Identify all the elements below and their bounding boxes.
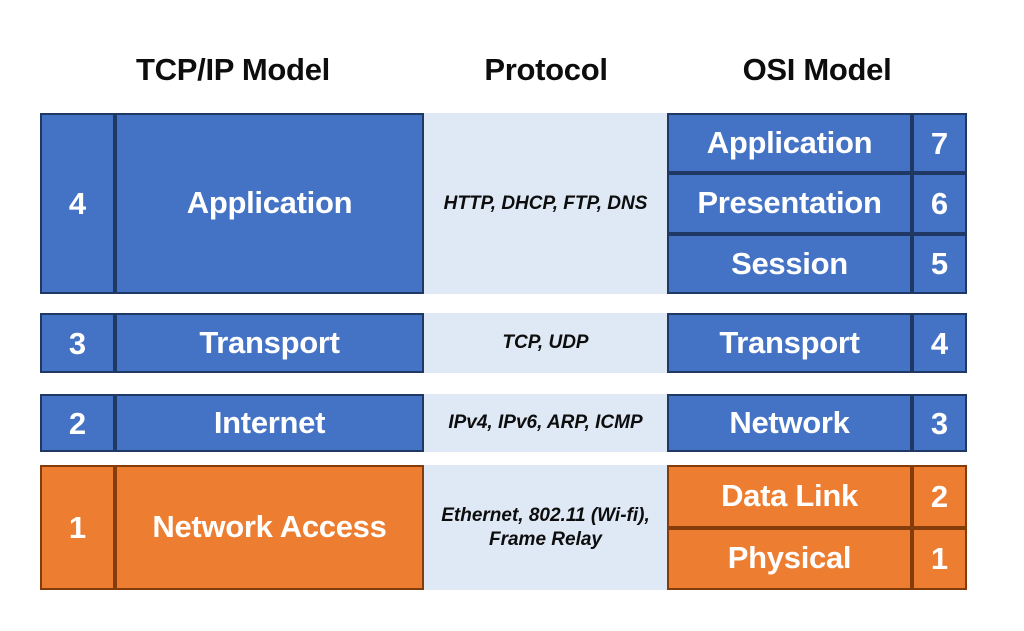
osi-layer-name: Application bbox=[667, 113, 912, 174]
tcpip-layer-name: Network Access bbox=[115, 465, 424, 590]
protocol-label: Ethernet, 802.11 (Wi-fi), Frame Relay bbox=[441, 504, 650, 550]
osi-layer-number: 7 bbox=[912, 113, 967, 174]
osi-layer-row: Transport 4 bbox=[667, 313, 967, 373]
table-row: 3 Transport TCP, UDP Transport 4 bbox=[40, 313, 967, 373]
osi-layer-row: Session 5 bbox=[667, 233, 967, 294]
osi-layer-number-label: 1 bbox=[930, 541, 949, 577]
column-header-osi: OSI Model bbox=[742, 52, 892, 87]
protocol-label: HTTP, DHCP, FTP, DNS bbox=[443, 192, 648, 214]
osi-layer-stack: Application 7 Presentation 6 Session bbox=[667, 113, 967, 294]
tcpip-layer-name-label: Network Access bbox=[152, 509, 387, 545]
osi-layer-number: 1 bbox=[912, 527, 967, 590]
protocol-cell: IPv4, IPv6, ARP, ICMP bbox=[424, 394, 667, 452]
tcpip-layer-number: 4 bbox=[40, 113, 115, 294]
osi-layer-name-label: Session bbox=[731, 245, 848, 281]
protocol-cell: Ethernet, 802.11 (Wi-fi), Frame Relay bbox=[424, 465, 667, 590]
osi-layer-name: Session bbox=[667, 233, 912, 294]
protocol-label: TCP, UDP bbox=[502, 332, 589, 354]
table-row: 1 Network Access Ethernet, 802.11 (Wi-fi… bbox=[40, 465, 967, 590]
osi-layer-number: 3 bbox=[912, 394, 967, 452]
tcpip-layer-number-label: 1 bbox=[68, 510, 87, 545]
column-header-protocol: Protocol bbox=[484, 52, 608, 87]
tcpip-layer-name: Internet bbox=[115, 394, 424, 452]
osi-layer-name-label: Application bbox=[706, 124, 873, 160]
osi-layer-row: Data Link 2 bbox=[667, 465, 967, 528]
tcpip-layer-name: Application bbox=[115, 113, 424, 294]
tcpip-layer-number-label: 2 bbox=[68, 405, 87, 441]
tcpip-layer-name-label: Internet bbox=[213, 404, 326, 440]
tcpip-layer-name-label: Transport bbox=[199, 324, 340, 360]
osi-layer-name-label: Data Link bbox=[721, 477, 858, 513]
osi-layer-name-label: Physical bbox=[727, 540, 852, 576]
osi-layer-row: Application 7 bbox=[667, 113, 967, 174]
osi-layer-row: Network 3 bbox=[667, 394, 967, 452]
osi-layer-name-label: Network bbox=[729, 404, 850, 440]
osi-layer-number: 2 bbox=[912, 465, 967, 528]
osi-layer-name: Network bbox=[667, 394, 912, 452]
protocol-label: IPv4, IPv6, ARP, ICMP bbox=[448, 412, 643, 434]
table-row: 4 Application HTTP, DHCP, FTP, DNS Appli… bbox=[40, 113, 967, 294]
osi-layer-number-label: 6 bbox=[930, 185, 949, 221]
tcpip-layer-number-label: 4 bbox=[68, 186, 87, 221]
osi-layer-stack: Network 3 bbox=[667, 394, 967, 452]
tcpip-layer-name: Transport bbox=[115, 313, 424, 373]
osi-layer-number-label: 4 bbox=[930, 325, 949, 361]
osi-layer-row: Presentation 6 bbox=[667, 173, 967, 234]
osi-layer-stack: Transport 4 bbox=[667, 313, 967, 373]
osi-layer-name: Data Link bbox=[667, 465, 912, 528]
osi-layer-name: Transport bbox=[667, 313, 912, 373]
tcpip-layer-number: 2 bbox=[40, 394, 115, 452]
osi-layer-name: Presentation bbox=[667, 173, 912, 234]
table-row: 2 Internet IPv4, IPv6, ARP, ICMP Network… bbox=[40, 394, 967, 452]
osi-layer-name-label: Transport bbox=[719, 324, 860, 360]
osi-layer-number-label: 5 bbox=[930, 246, 949, 282]
osi-layer-name: Physical bbox=[667, 527, 912, 590]
osi-layer-number-label: 7 bbox=[930, 125, 949, 161]
column-header-tcpip: TCP/IP Model bbox=[136, 52, 330, 87]
tcpip-layer-number: 1 bbox=[40, 465, 115, 590]
tcpip-layer-number: 3 bbox=[40, 313, 115, 373]
tcpip-layer-name-label: Application bbox=[186, 185, 353, 221]
osi-layer-name-label: Presentation bbox=[697, 185, 882, 221]
tcpip-layer-number-label: 3 bbox=[68, 325, 87, 361]
osi-layer-number: 5 bbox=[912, 233, 967, 294]
osi-layer-stack: Data Link 2 Physical 1 bbox=[667, 465, 967, 590]
osi-layer-number: 4 bbox=[912, 313, 967, 373]
protocol-cell: TCP, UDP bbox=[424, 313, 667, 373]
osi-layer-row: Physical 1 bbox=[667, 527, 967, 590]
osi-layer-number-label: 2 bbox=[930, 478, 949, 514]
protocol-cell: HTTP, DHCP, FTP, DNS bbox=[424, 113, 667, 294]
osi-layer-number: 6 bbox=[912, 173, 967, 234]
osi-layer-number-label: 3 bbox=[930, 405, 949, 441]
